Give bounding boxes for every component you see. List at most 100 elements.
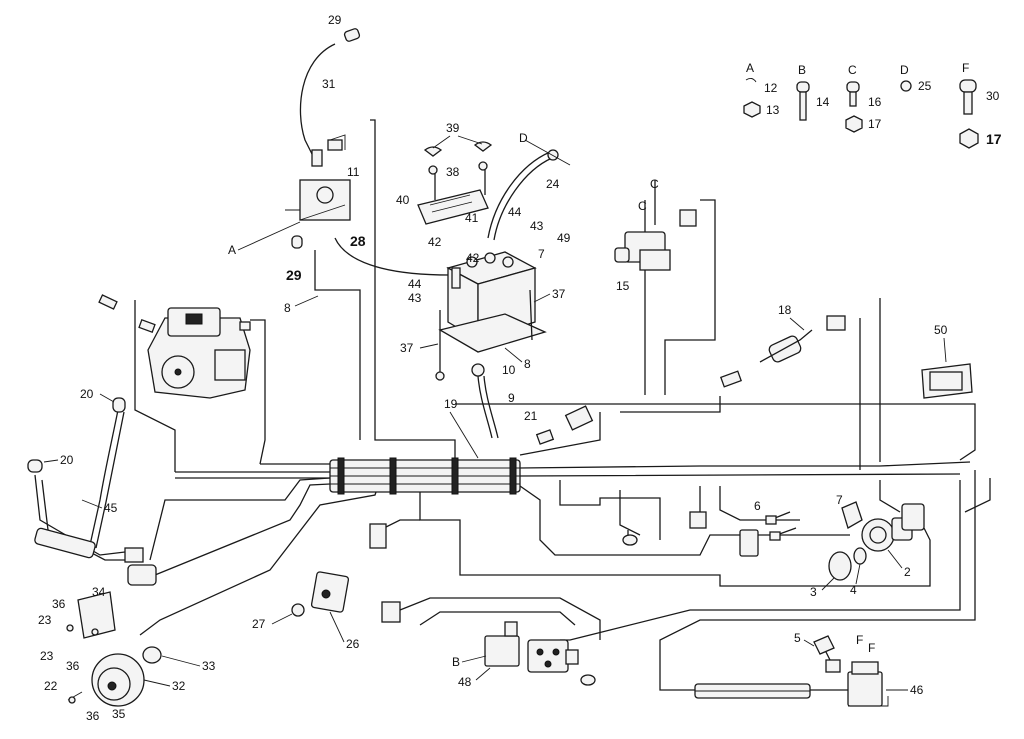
part-5-label: 5 — [794, 631, 801, 645]
part-40-label: 40 — [396, 193, 410, 207]
part-16-label: 16 — [868, 95, 882, 109]
part-17-label: 17 — [868, 117, 882, 131]
ref-f3-label: F — [868, 641, 875, 655]
bolt-head-icon — [846, 81, 860, 93]
part-36b-label: 36 — [66, 659, 80, 673]
part-25-label: 25 — [918, 79, 932, 93]
vent-tube-9 — [477, 375, 493, 439]
nut-icon — [743, 101, 761, 118]
harness-wires — [134, 119, 991, 691]
part-36c-label: 36 — [86, 709, 100, 723]
bolt-head-icon — [796, 81, 810, 93]
part-2-label: 2 — [904, 565, 911, 579]
clip-5 — [813, 635, 835, 655]
part-12-label: 12 — [764, 81, 778, 95]
connectors — [369, 315, 846, 686]
solenoid-assembly: C C 15 — [614, 177, 697, 293]
part-33-label: 33 — [202, 659, 216, 673]
cable-31 — [299, 43, 336, 161]
bolt-shank-icon — [799, 91, 807, 121]
bolt-head-icon — [959, 79, 977, 93]
grommet-10 — [471, 363, 485, 377]
spark-plug-icon — [138, 319, 156, 333]
part-49-label: 49 — [557, 231, 571, 245]
part-7b-label: 7 — [836, 493, 843, 507]
harness-sleeve-lower — [694, 683, 811, 699]
part-17b-label: 17 — [986, 131, 1002, 147]
part-3-label: 3 — [810, 585, 817, 599]
part-38-label: 38 — [446, 165, 460, 179]
switch-6 — [739, 529, 759, 557]
part-24-label: 24 — [546, 177, 560, 191]
part-28-label: 28 — [350, 233, 366, 249]
part-22-label: 22 — [44, 679, 58, 693]
part-11-label: 11 — [347, 165, 360, 179]
ref-b2-label: B — [452, 655, 460, 669]
connector-icon — [901, 503, 925, 531]
part-26-label: 26 — [346, 637, 360, 651]
harness-sleeve-main — [329, 457, 521, 495]
part-29b-label: 29 — [286, 267, 302, 283]
bulb-20-left — [27, 459, 43, 473]
connector-icon — [689, 511, 707, 529]
relay-48 — [484, 635, 520, 667]
connector-icon — [381, 601, 401, 623]
part-45-label: 45 — [104, 501, 118, 515]
ring-terminal-icon — [622, 534, 638, 546]
lock-washer-icon — [900, 80, 912, 92]
part-9-label: 9 — [508, 391, 515, 405]
ref-c-label: C — [848, 63, 857, 77]
part-50-label: 50 — [934, 323, 948, 337]
part-20b-label: 20 — [60, 453, 74, 467]
part-14-label: 14 — [816, 95, 830, 109]
ring-terminal-icon — [580, 674, 596, 686]
bolt-shank-icon — [963, 91, 973, 115]
part-6-label: 6 — [754, 499, 761, 513]
part-43-label: 43 — [530, 219, 544, 233]
cable-24 — [487, 151, 551, 239]
part-13-label: 13 — [766, 103, 780, 117]
switch-26-assembly: 27 26 — [252, 571, 360, 651]
part-15-label: 15 — [616, 279, 630, 293]
washer-icon — [428, 165, 438, 175]
part-19-label: 19 — [444, 397, 458, 411]
part-21-label: 21 — [524, 409, 538, 423]
plug-icon — [98, 294, 118, 310]
bolt-shank-icon — [849, 91, 857, 107]
part-43b-label: 43 — [408, 291, 422, 305]
plunger-switch-18 — [768, 335, 802, 363]
part-18-label: 18 — [778, 303, 792, 317]
part-39-label: 39 — [446, 121, 460, 135]
cable-28 — [334, 237, 451, 276]
ref-a2-label: A — [228, 243, 236, 257]
bulb-20-top — [112, 397, 126, 413]
part-29-label: 29 — [328, 13, 342, 27]
part-37b-label: 37 — [400, 341, 414, 355]
seat-switch-46-group: 5 F F 46 — [794, 631, 924, 707]
washer-4 — [853, 547, 867, 565]
part-31-label: 31 — [322, 77, 336, 91]
ref-c2-label: C — [638, 199, 647, 213]
fastener-key: A 12 13 B 14 C 16 17 D 25 F 30 17 — [743, 61, 1002, 149]
ref-a-label: A — [746, 61, 754, 75]
part-37-label: 37 — [552, 287, 566, 301]
part-44-label: 44 — [508, 205, 522, 219]
key-7 — [841, 501, 863, 529]
part-32-label: 32 — [172, 679, 186, 693]
clutch-bracket-34 — [77, 591, 116, 639]
engine — [98, 294, 251, 399]
nut-icon — [959, 128, 979, 149]
part-8b-label: 8 — [284, 301, 291, 315]
connector-icon — [719, 370, 743, 388]
part-7-label: 7 — [538, 247, 545, 261]
battery-tray-8 — [438, 313, 547, 353]
part-42-label: 42 — [428, 235, 442, 249]
nut-27 — [291, 603, 305, 617]
connector-icon — [564, 405, 594, 431]
fuse-21 — [535, 429, 555, 445]
harness-45-sleeve — [34, 527, 96, 559]
part-46-label: 46 — [910, 683, 924, 697]
connector-icon — [825, 659, 841, 673]
washer-icon — [478, 161, 488, 171]
